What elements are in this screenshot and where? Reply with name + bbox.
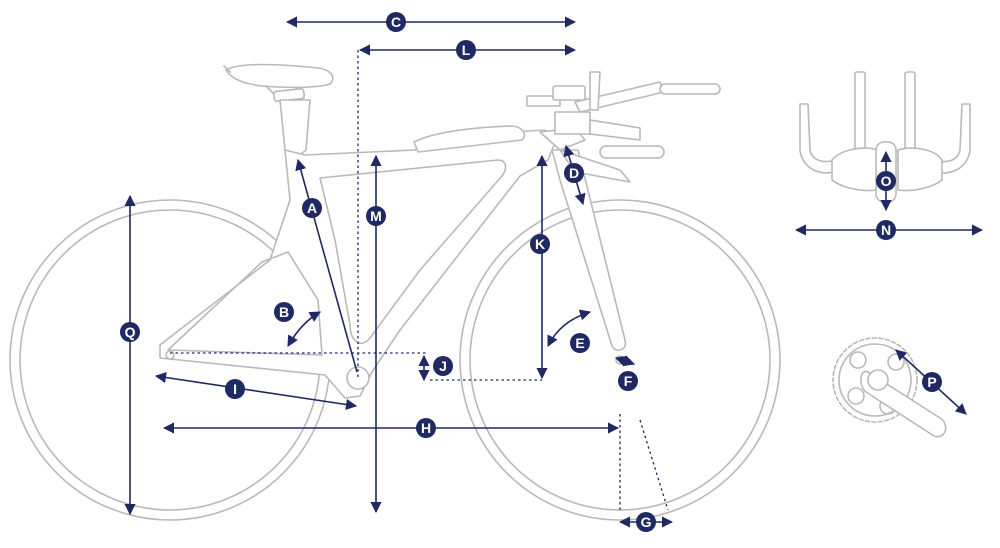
badge-m: M (366, 206, 386, 226)
label-q: Q (125, 324, 136, 340)
badge-i: I (225, 379, 245, 399)
badge-l: L (456, 40, 476, 60)
label-a: A (307, 200, 317, 216)
seat-tube (279, 99, 311, 159)
badge-b: B (274, 302, 294, 322)
label-c: C (391, 14, 401, 30)
bike-outline (9, 63, 781, 521)
label-l: L (462, 42, 471, 58)
label-p: P (927, 374, 936, 390)
badge-f: F (618, 371, 638, 391)
badge-o: O (876, 171, 896, 191)
label-m: M (370, 208, 382, 224)
label-i: I (233, 381, 237, 397)
label-j: J (439, 358, 447, 374)
badge-a: A (302, 198, 322, 218)
label-b: B (279, 304, 289, 320)
badge-k: K (530, 234, 550, 254)
label-n: N (881, 222, 891, 238)
label-f: F (624, 373, 633, 389)
badge-e: E (570, 333, 590, 353)
crankset (832, 337, 947, 438)
badge-c: C (386, 12, 406, 32)
badge-n: N (876, 220, 896, 240)
label-h: H (421, 420, 431, 436)
label-o: O (881, 173, 892, 189)
label-d: D (569, 165, 579, 181)
saddle (225, 63, 334, 89)
label-badges: A B C D E F G H (120, 12, 942, 532)
badge-p: P (922, 372, 942, 392)
badge-q: Q (120, 322, 140, 342)
fork (551, 149, 627, 352)
label-k: K (535, 236, 545, 252)
label-e: E (575, 335, 584, 351)
label-g: G (641, 514, 652, 530)
badge-j: J (433, 356, 453, 376)
badge-h: H (416, 418, 436, 438)
badge-g: G (636, 512, 656, 532)
frame (159, 129, 557, 399)
badge-d: D (564, 163, 584, 183)
